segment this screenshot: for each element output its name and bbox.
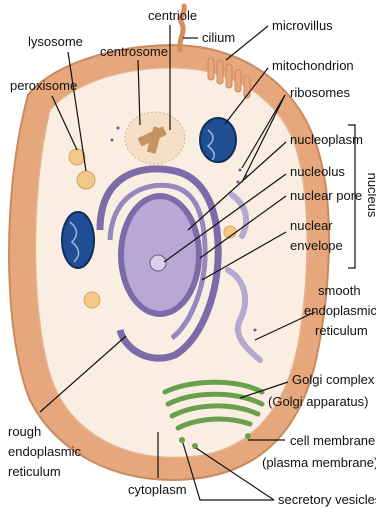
lysosome — [77, 171, 95, 189]
label-nuclear-envelope-2: envelope — [290, 238, 343, 253]
label-mitochondrion: mitochondrion — [272, 58, 354, 73]
label-centrosome: centrosome — [100, 44, 168, 59]
label-cilium: cilium — [202, 30, 235, 45]
label-microvillus: microvillus — [272, 18, 333, 33]
label-rough-er-2: endoplasmic — [8, 444, 81, 459]
label-smooth-er-1: smooth — [318, 283, 361, 298]
label-ribosomes: ribosomes — [290, 85, 350, 100]
label-centriole: centriole — [148, 8, 197, 23]
label-smooth-er-3: reticulum — [315, 323, 368, 338]
label-cytoplasm: cytoplasm — [128, 482, 187, 497]
label-nucleoplasm: nucleoplasm — [290, 132, 363, 147]
mitochondrion — [200, 118, 236, 162]
label-nuclear-pore: nuclear pore — [290, 188, 362, 203]
mitochondrion — [62, 212, 94, 268]
label-nucleolus: nucleolus — [290, 164, 345, 179]
vesicle — [84, 292, 100, 308]
label-peroxisome: peroxisome — [10, 78, 77, 93]
nucleolus — [150, 255, 166, 271]
label-rough-er-3: reticulum — [8, 464, 61, 479]
label-nuclear-envelope-1: nuclear — [290, 218, 333, 233]
label-lysosome: lysosome — [28, 34, 83, 49]
label-cell-membrane-2: (plasma membrane) — [262, 455, 376, 470]
label-smooth-er-2: endoplasmic — [304, 303, 376, 318]
label-secretory-vesicles: secretory vesicles — [278, 492, 376, 507]
label-cell-membrane-1: cell membrane — [290, 433, 375, 448]
label-golgi-1: Golgi complex — [292, 372, 375, 387]
label-rough-er-1: rough — [8, 424, 41, 439]
label-golgi-2: (Golgi apparatus) — [268, 394, 368, 409]
label-nucleus: nucleus — [365, 173, 376, 218]
